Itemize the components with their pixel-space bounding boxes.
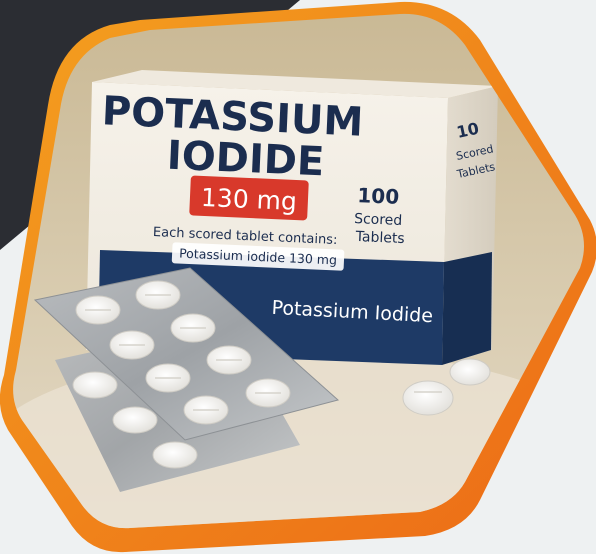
side-number: 10 — [455, 119, 481, 142]
strength-badge: 130 mg — [189, 175, 309, 221]
count-number: 100 — [357, 183, 400, 209]
count-line2: Tablets — [354, 229, 405, 247]
blister-pack-front — [33, 267, 340, 441]
box-title-line1: POTASSIUM — [101, 88, 364, 145]
strength-text: 130 mg — [200, 183, 297, 216]
loose-tablets — [402, 358, 491, 416]
box-title-line2: IODIDE — [166, 133, 325, 186]
contents-line2: Potassium iodide 130 mg — [179, 246, 337, 268]
count-line1: Scored — [354, 211, 403, 229]
